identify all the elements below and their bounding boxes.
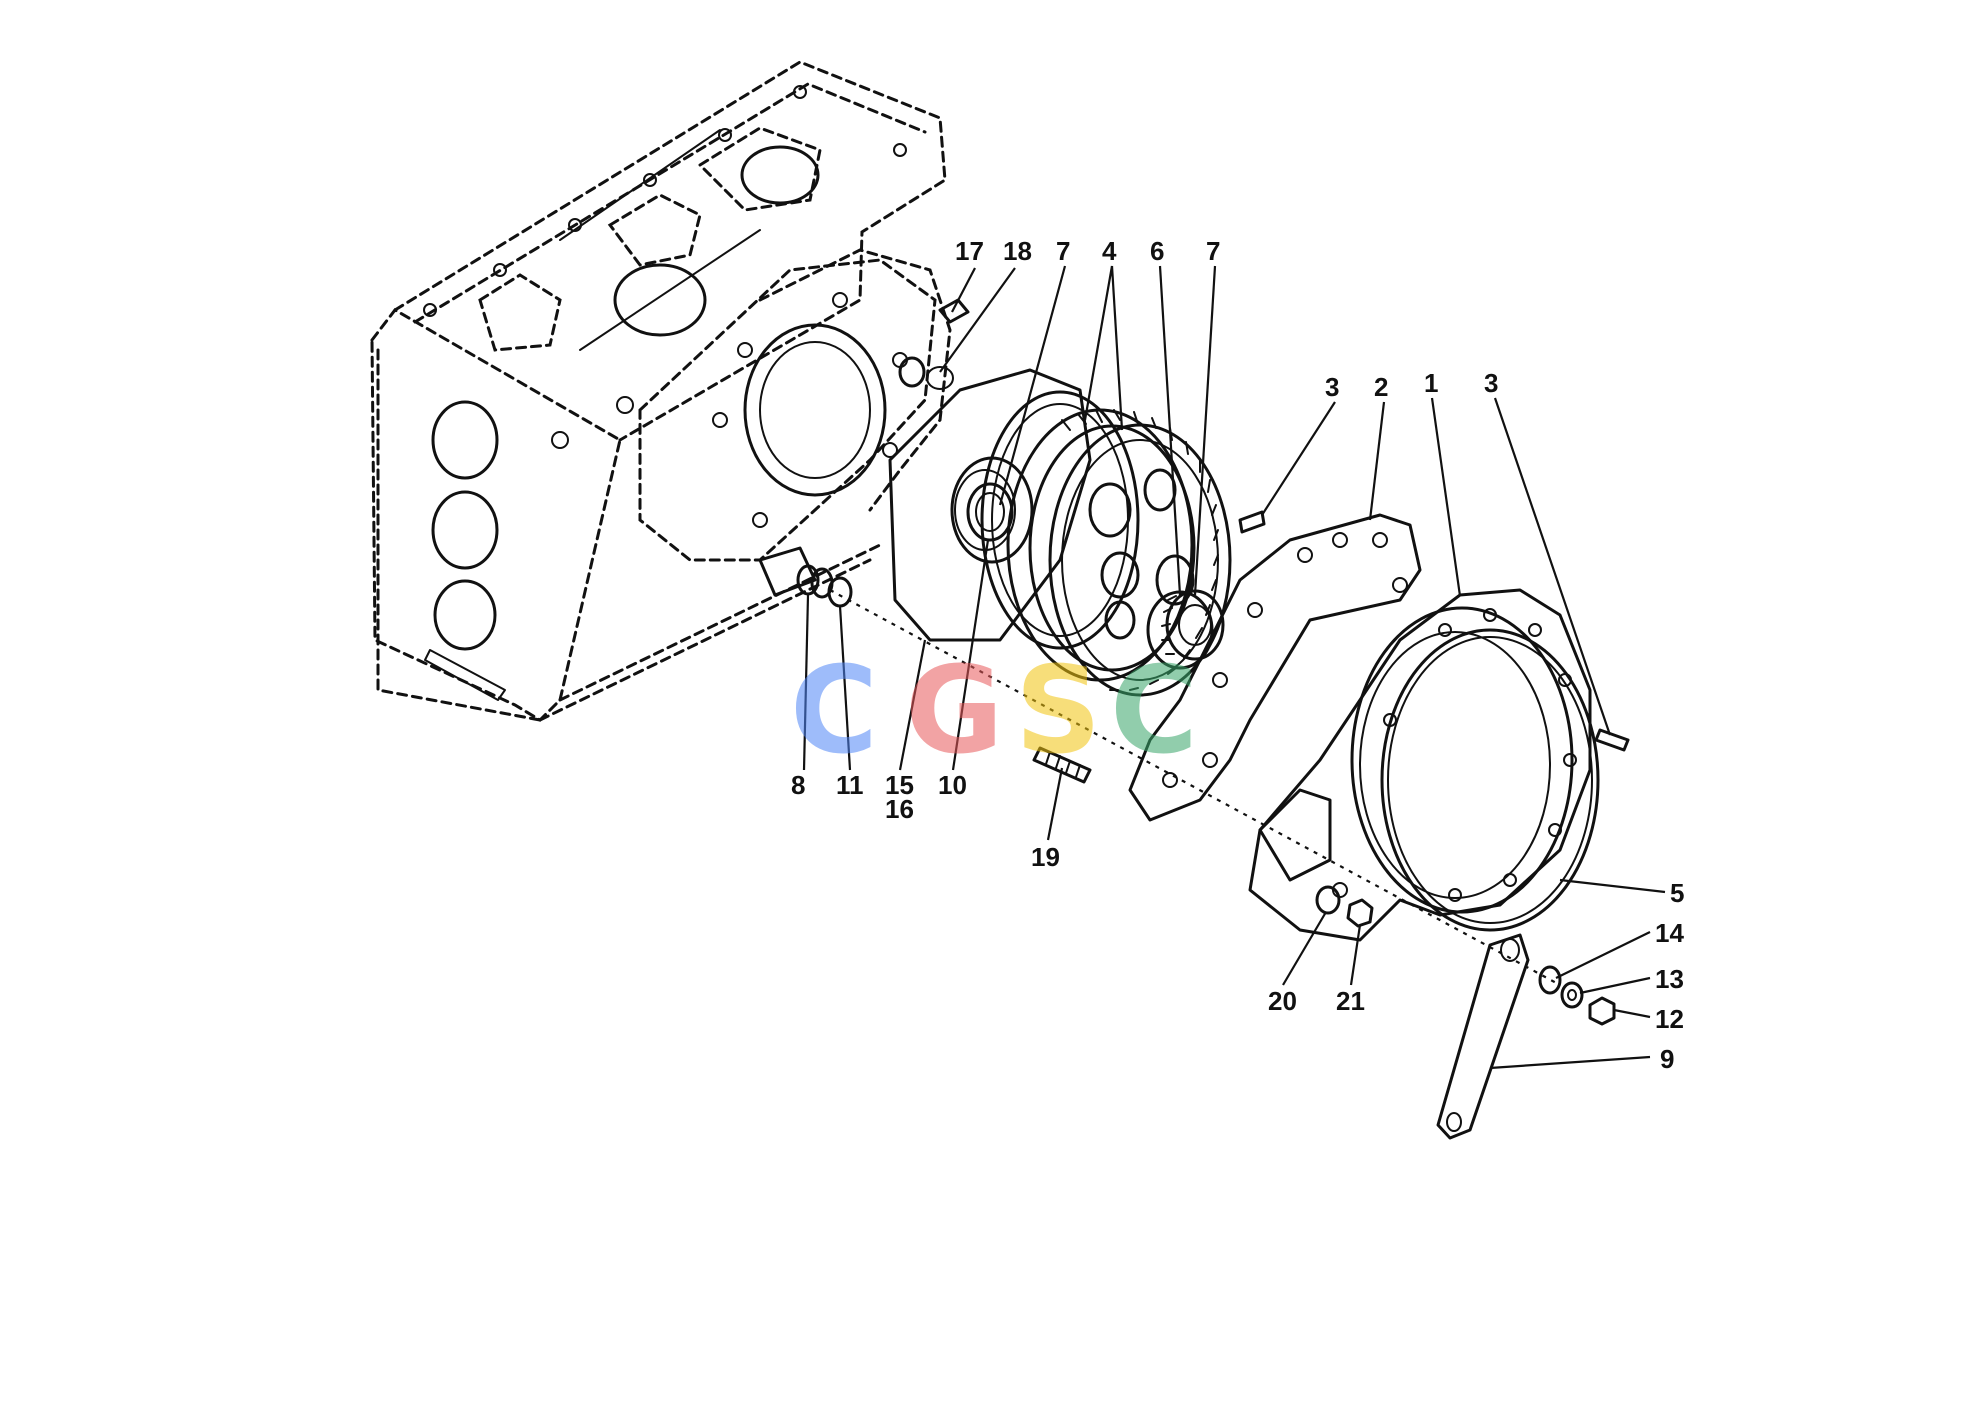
callout-15: 15 [885, 770, 914, 800]
callout-20: 20 [1268, 986, 1297, 1016]
callout-17: 17 [955, 236, 984, 266]
callout-19: 19 [1031, 842, 1060, 872]
part-20-washer [1315, 885, 1341, 915]
part-18-washer [898, 356, 954, 390]
part-2-gasket [1128, 513, 1422, 822]
part-19-stud [1032, 746, 1092, 784]
callout-11: 11 [836, 770, 864, 800]
part-21-nut [1346, 898, 1374, 928]
callout-21: 21 [1336, 986, 1365, 1016]
callout-7-left: 7 [1056, 236, 1070, 266]
callout-6: 6 [1150, 236, 1164, 266]
callout-9: 9 [1660, 1044, 1674, 1074]
part-5-o-ring [1380, 628, 1600, 932]
callout-2: 2 [1374, 372, 1388, 402]
callout-labels: 17 18 7 4 6 7 3 2 1 3 8 11 15 16 10 19 5… [791, 236, 1684, 1074]
callout-7-right: 7 [1206, 236, 1220, 266]
part-17-pin [938, 298, 970, 324]
part-10-seal [966, 482, 1014, 542]
callout-3-left: 3 [1325, 372, 1339, 402]
part-15-16-cover-plate [888, 368, 1092, 642]
part-13-lock-washer [1560, 981, 1584, 1009]
part-12-nut [1588, 996, 1616, 1026]
callout-5: 5 [1670, 878, 1684, 908]
callout-14: 14 [1655, 918, 1684, 948]
callout-8: 8 [791, 770, 805, 800]
watermark-letter-s: S [1015, 642, 1101, 781]
leader-lines [802, 265, 1666, 1070]
part-4-brake-plate [1006, 408, 1232, 697]
callout-10: 10 [938, 770, 967, 800]
callout-16: 16 [885, 794, 914, 824]
part-3-dowel-pin [1238, 510, 1630, 752]
part-9-lever-arm [1436, 933, 1530, 1140]
part-1-housing-ring [1248, 588, 1592, 942]
assembly-axis [829, 589, 1561, 986]
watermark-letter-c2: C [1110, 642, 1198, 781]
watermark-letter-g: G [905, 642, 1004, 781]
callout-4: 4 [1102, 236, 1117, 266]
callout-1: 1 [1424, 368, 1438, 398]
callout-12: 12 [1655, 1004, 1684, 1034]
callout-3-right: 3 [1484, 368, 1498, 398]
callout-18: 18 [1003, 236, 1032, 266]
watermark-letter-c1: C [790, 642, 878, 781]
transmission-housing [370, 60, 952, 722]
callout-13: 13 [1655, 964, 1684, 994]
part-14-washer [1538, 965, 1562, 995]
watermark-logo: C G S C [790, 642, 1198, 781]
